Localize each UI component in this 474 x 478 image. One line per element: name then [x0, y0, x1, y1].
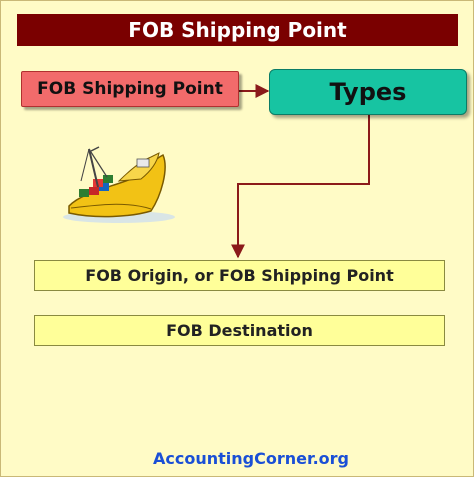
- page-title: FOB Shipping Point: [128, 18, 347, 42]
- types-box: Types: [269, 69, 467, 115]
- title-bar: FOB Shipping Point: [17, 14, 458, 46]
- source-box: FOB Shipping Point: [21, 71, 239, 107]
- source-box-label: FOB Shipping Point: [37, 79, 223, 99]
- type-item-1-label: FOB Origin, or FOB Shipping Point: [85, 266, 394, 285]
- type-item-2: FOB Destination: [34, 315, 445, 346]
- footer-credit: AccountingCorner.org: [1, 449, 474, 468]
- type-item-1: FOB Origin, or FOB Shipping Point: [34, 260, 445, 291]
- footer-credit-text: AccountingCorner.org: [153, 449, 349, 468]
- arrow-types-to-items: [231, 114, 370, 259]
- types-box-label: Types: [329, 78, 407, 106]
- type-item-2-label: FOB Destination: [166, 321, 313, 340]
